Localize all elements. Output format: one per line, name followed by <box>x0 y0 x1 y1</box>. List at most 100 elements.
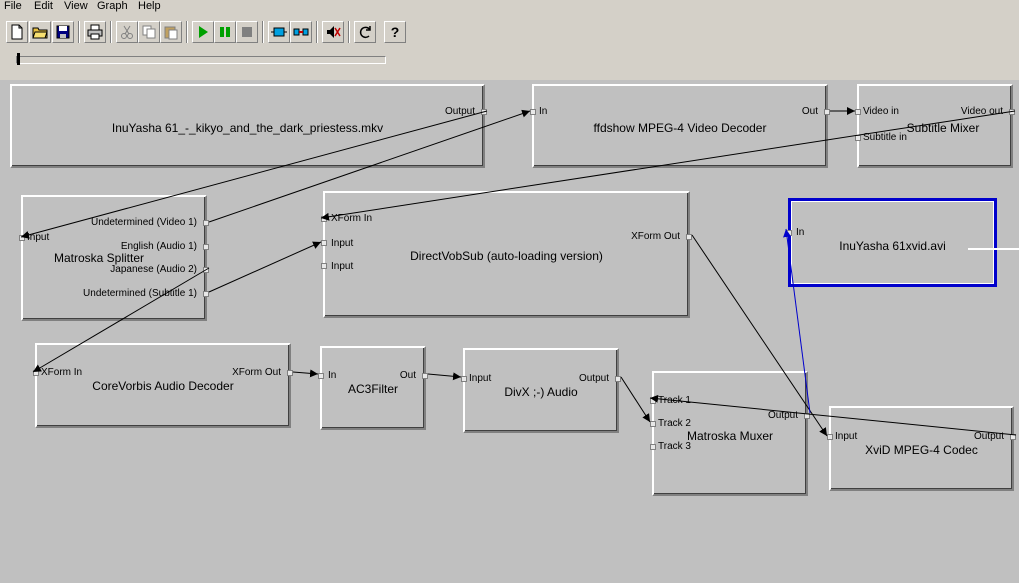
pin-out: Out <box>399 370 416 381</box>
help-button[interactable]: ? <box>384 21 406 43</box>
filter-name: DirectVobSub (auto-loading version) <box>410 249 603 263</box>
pin-track-2-connector[interactable] <box>650 421 656 427</box>
filter-ffdshow[interactable]: ffdshow MPEG-4 Video Decoder In Out <box>530 84 830 168</box>
pin-input-2-connector[interactable] <box>321 263 327 269</box>
cut-icon <box>121 25 133 39</box>
filter-ac3filter[interactable]: AC3Filter In Out <box>318 346 428 430</box>
pin-track-3: Track 3 <box>658 441 691 452</box>
insert-filters-button[interactable] <box>268 21 290 43</box>
pin-in-connector[interactable] <box>530 109 536 115</box>
svg-text:?: ? <box>391 24 400 40</box>
filter-name: CoreVorbis Audio Decoder <box>92 379 234 393</box>
filter-name: InuYasha 61_-_kikyo_and_the_dark_prieste… <box>111 121 384 135</box>
menu-file[interactable]: File <box>4 0 22 12</box>
filter-source-file[interactable]: InuYasha 61_-_kikyo_and_the_dark_prieste… <box>10 84 487 168</box>
pin-out-connector[interactable] <box>422 373 428 379</box>
pin-in-connector[interactable] <box>318 373 324 379</box>
paste-button[interactable] <box>160 21 182 43</box>
filter-directvobsub[interactable]: DirectVobSub (auto-loading version) XFor… <box>321 191 692 318</box>
pin-xform-in-connector[interactable] <box>33 370 39 376</box>
filter-matroska-splitter[interactable]: Matroska Splitter Input Undetermined (Vi… <box>19 195 209 321</box>
pin-audio-2: Japanese (Audio 2) <box>110 264 197 275</box>
pin-track-1-connector[interactable] <box>650 398 656 404</box>
refresh-button[interactable] <box>354 21 376 43</box>
connect-pins-icon <box>293 28 309 36</box>
stop-button[interactable] <box>236 21 258 43</box>
filter-divx-audio[interactable]: DivX ;-) Audio Input Output <box>461 348 621 433</box>
pin-out: Out <box>801 106 818 117</box>
filter-avi-writer[interactable]: InuYasha 61xvid.avi In <box>786 198 997 287</box>
pin-xform-out: XForm Out <box>631 231 680 242</box>
pin-video-in-connector[interactable] <box>855 109 861 115</box>
pin-xform-in-connector[interactable] <box>321 216 327 222</box>
pin-output: Output <box>973 431 1004 442</box>
mute-icon <box>327 26 341 38</box>
pin-subtitle-in-connector[interactable] <box>855 135 861 141</box>
menu-help[interactable]: Help <box>138 0 161 12</box>
toolbar-separator <box>186 21 188 43</box>
menu-graph[interactable]: Graph <box>97 0 128 12</box>
pin-subtitle-1-connector[interactable] <box>203 291 209 297</box>
pin-track-1: Track 1 <box>658 395 691 406</box>
pin-output-connector[interactable] <box>615 376 621 382</box>
pin-audio-1-connector[interactable] <box>203 244 209 250</box>
new-file-button[interactable] <box>6 21 28 43</box>
toolbar-separator <box>348 21 350 43</box>
pin-track-2: Track 2 <box>658 418 691 429</box>
pin-video-out-connector[interactable] <box>1009 109 1015 115</box>
pin-video-out: Video out <box>960 106 1003 117</box>
insert-filters-icon <box>271 27 287 37</box>
menu-bar: File Edit View Graph Help <box>0 0 1019 14</box>
filter-name: InuYasha 61xvid.avi <box>839 239 946 253</box>
pin-input-2: Input <box>331 261 354 272</box>
stop-icon <box>242 27 252 37</box>
filter-name: ffdshow MPEG-4 Video Decoder <box>593 121 767 135</box>
toolbar: ? <box>0 16 1019 46</box>
pin-output: Output <box>444 106 475 117</box>
paste-icon <box>164 26 178 40</box>
pin-in: In <box>328 370 337 381</box>
pin-xform-out-connector[interactable] <box>686 234 692 240</box>
seek-bar[interactable] <box>16 53 386 65</box>
pin-in-connector[interactable] <box>786 230 792 236</box>
menu-edit[interactable]: Edit <box>34 0 53 12</box>
mute-button[interactable] <box>322 21 344 43</box>
pin-input-connector[interactable] <box>461 376 467 382</box>
pin-subtitle-in: Subtitle in <box>863 132 907 143</box>
pin-output: Output <box>578 373 609 384</box>
play-button[interactable] <box>192 21 214 43</box>
seek-thumb[interactable] <box>17 53 20 65</box>
pin-input-connector[interactable] <box>827 434 833 440</box>
filter-matroska-muxer[interactable]: Matroska Muxer Track 1 Track 2 Track 3 O… <box>650 371 810 496</box>
help-icon: ? <box>391 24 400 40</box>
pin-input-connector[interactable] <box>19 235 25 241</box>
pin-output-connector[interactable] <box>804 413 810 419</box>
copy-button[interactable] <box>138 21 160 43</box>
pause-button[interactable] <box>214 21 236 43</box>
open-file-button[interactable] <box>29 21 51 43</box>
pin-output-connector[interactable] <box>481 109 487 115</box>
toolbar-separator <box>262 21 264 43</box>
pin-out-connector[interactable] <box>824 109 830 115</box>
open-folder-icon <box>32 27 48 39</box>
save-button[interactable] <box>52 21 74 43</box>
pin-in: In <box>796 227 805 238</box>
connect-pins-button[interactable] <box>290 21 312 43</box>
pin-track-3-connector[interactable] <box>650 444 656 450</box>
pin-input: Input <box>469 373 492 384</box>
pin-video-1-connector[interactable] <box>203 220 209 226</box>
pin-video-in: Video in <box>863 106 899 117</box>
pin-output-connector[interactable] <box>1010 434 1016 440</box>
pin-audio-2-connector[interactable] <box>203 267 209 273</box>
filter-name: DivX ;-) Audio <box>504 385 578 399</box>
pin-xform-out-connector[interactable] <box>287 370 293 376</box>
filter-corevorbis[interactable]: CoreVorbis Audio Decoder XForm In XForm … <box>33 343 293 428</box>
cut-button[interactable] <box>116 21 138 43</box>
pin-xform-out: XForm Out <box>232 367 281 378</box>
filter-xvid-codec[interactable]: XviD MPEG-4 Codec Input Output <box>827 406 1016 491</box>
filter-name: Matroska Splitter <box>53 251 145 265</box>
print-button[interactable] <box>84 21 106 43</box>
menu-view[interactable]: View <box>64 0 88 12</box>
filter-subtitle-mixer[interactable]: Subtitle Mixer Video in Subtitle in Vide… <box>855 84 1015 168</box>
pin-input-1-connector[interactable] <box>321 240 327 246</box>
